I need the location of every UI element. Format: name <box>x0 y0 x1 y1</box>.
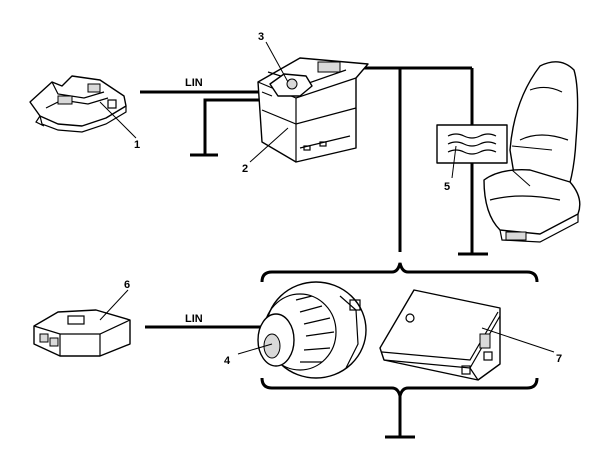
brace-top <box>260 262 539 283</box>
wire-battery-ground <box>190 98 262 157</box>
battery-sensor-icon <box>261 73 313 97</box>
leader-lines <box>99 41 555 355</box>
callout-1: 1 <box>134 139 140 151</box>
callout-6: 6 <box>124 279 130 291</box>
sensor-module-icon <box>29 75 127 133</box>
lin-label-bottom: LIN <box>185 313 203 325</box>
heating-mat-icon <box>436 124 508 164</box>
lin-label-top: LIN <box>185 77 203 89</box>
alternator-icon <box>257 281 367 379</box>
callout-5: 5 <box>444 181 450 193</box>
seat-icon <box>483 61 581 243</box>
brace-bottom <box>260 377 539 397</box>
control-module-small-icon <box>33 309 131 357</box>
callout-3: 3 <box>258 31 264 43</box>
callout-2: 2 <box>242 163 248 175</box>
wire-battery-positive-bus <box>350 66 474 254</box>
ground-symbol-bottom <box>385 393 415 439</box>
callout-7: 7 <box>556 353 562 365</box>
callout-4: 4 <box>224 355 231 367</box>
control-module-icon <box>379 289 501 381</box>
battery-icon <box>257 57 369 163</box>
